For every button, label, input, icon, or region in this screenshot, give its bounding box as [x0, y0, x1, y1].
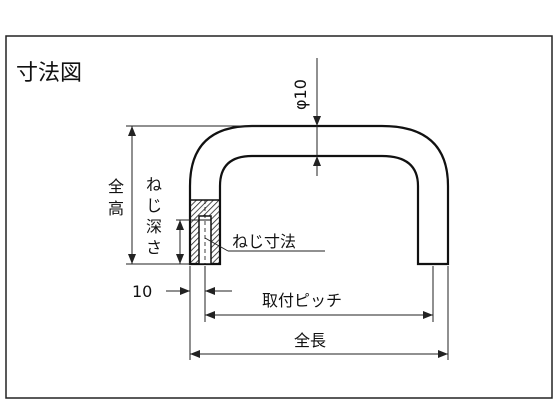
screw-size-label: ねじ寸法 — [232, 232, 296, 251]
drawing-border — [5, 35, 553, 399]
screw-depth-label-3: 深 — [146, 217, 162, 236]
total-height-label-2: 高 — [108, 199, 124, 218]
mount-pitch-dimension: 取付ピッチ — [205, 290, 433, 319]
screw-depth-label-4: さ — [146, 238, 162, 257]
mount-pitch-label: 取付ピッチ — [262, 291, 342, 310]
drawing-title: 寸法図 — [16, 61, 82, 86]
total-length-dimension: 全長 — [190, 330, 448, 358]
total-height-label-1: 全 — [108, 177, 124, 196]
screw-depth-label-1: ね — [146, 175, 162, 194]
total-length-label: 全長 — [294, 331, 326, 350]
handle-outline — [188, 124, 450, 266]
diameter-label: φ10 — [291, 79, 310, 110]
offset-dimension: 10 — [132, 282, 232, 301]
offset-label: 10 — [132, 282, 152, 301]
screw-depth-label-2: じ — [146, 196, 162, 215]
total-height-dimension: 全 高 — [108, 125, 260, 265]
screw-size-leader: ねじ寸法 — [204, 232, 325, 252]
screw-depth-dimension: ね じ 深 さ — [146, 175, 199, 264]
diameter-dimension: φ10 — [291, 58, 321, 176]
